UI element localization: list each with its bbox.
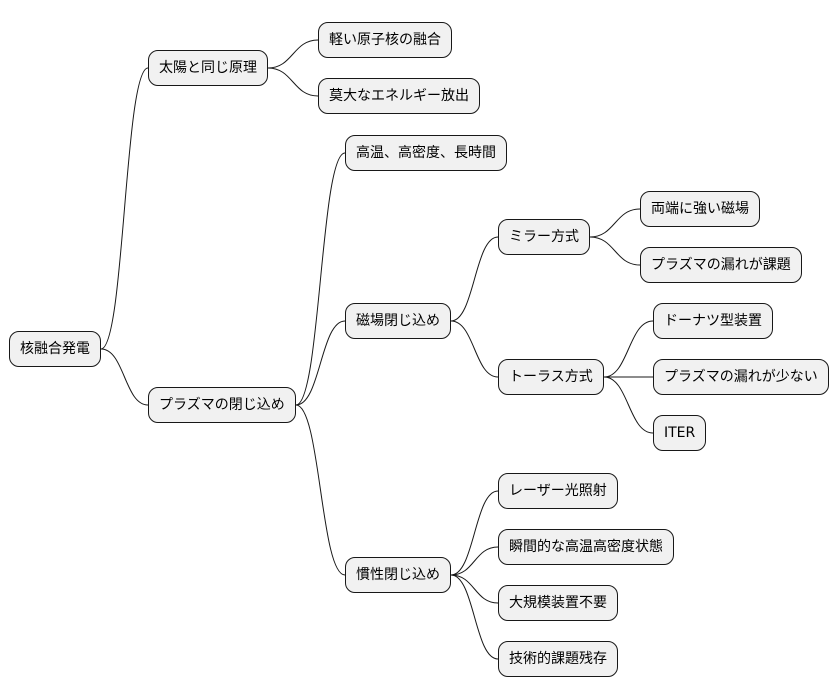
connector-line <box>603 376 654 434</box>
node-mirror-method: ミラー方式 <box>498 219 590 255</box>
connector-line <box>295 152 346 406</box>
branch-sun-principle: 太陽と同じ原理 <box>148 50 268 86</box>
leaf-no-large-device: 大規模装置不要 <box>498 585 618 621</box>
connector-line <box>267 39 319 69</box>
connector-line <box>450 574 499 660</box>
connector-line <box>450 574 499 604</box>
node-torus-method: トーラス方式 <box>498 359 604 395</box>
leaf-donut-device: ドーナツ型装置 <box>653 303 773 339</box>
connector-line <box>603 320 654 378</box>
branch-plasma-confinement: プラズマの閉じ込め <box>148 387 296 423</box>
leaf-huge-energy-release: 莫大なエネルギー放出 <box>318 78 480 114</box>
node-inertial-confinement: 慣性閉じ込め <box>345 557 451 593</box>
connector-line <box>450 320 499 378</box>
leaf-less-plasma-leak: プラズマの漏れが少ない <box>653 359 829 395</box>
connector-line <box>100 67 149 350</box>
connector-line <box>295 320 346 406</box>
leaf-laser-irradiation: レーザー光照射 <box>498 473 618 509</box>
leaf-strong-field-both-ends: 両端に強い磁場 <box>640 191 760 227</box>
leaf-plasma-leak-issue: プラズマの漏れが課題 <box>640 247 802 283</box>
connector-line <box>450 546 499 576</box>
leaf-iter: ITER <box>653 415 707 451</box>
root-node: 核融合発電 <box>9 331 101 367</box>
node-magnetic-confinement: 磁場閉じ込め <box>345 303 451 339</box>
leaf-tech-issues-remain: 技術的課題残存 <box>498 641 618 677</box>
connector-line <box>267 67 319 97</box>
connector-line <box>589 236 641 266</box>
connector-line <box>450 236 499 322</box>
leaf-light-nuclei-fusion: 軽い原子核の融合 <box>318 22 452 58</box>
connector-line <box>100 348 149 406</box>
connector-line <box>295 404 346 576</box>
connector-line <box>589 208 641 238</box>
leaf-instant-high-state: 瞬間的な高温高密度状態 <box>498 529 674 565</box>
leaf-temp-density-time: 高温、高密度、長時間 <box>345 135 507 171</box>
connector-line <box>450 490 499 576</box>
